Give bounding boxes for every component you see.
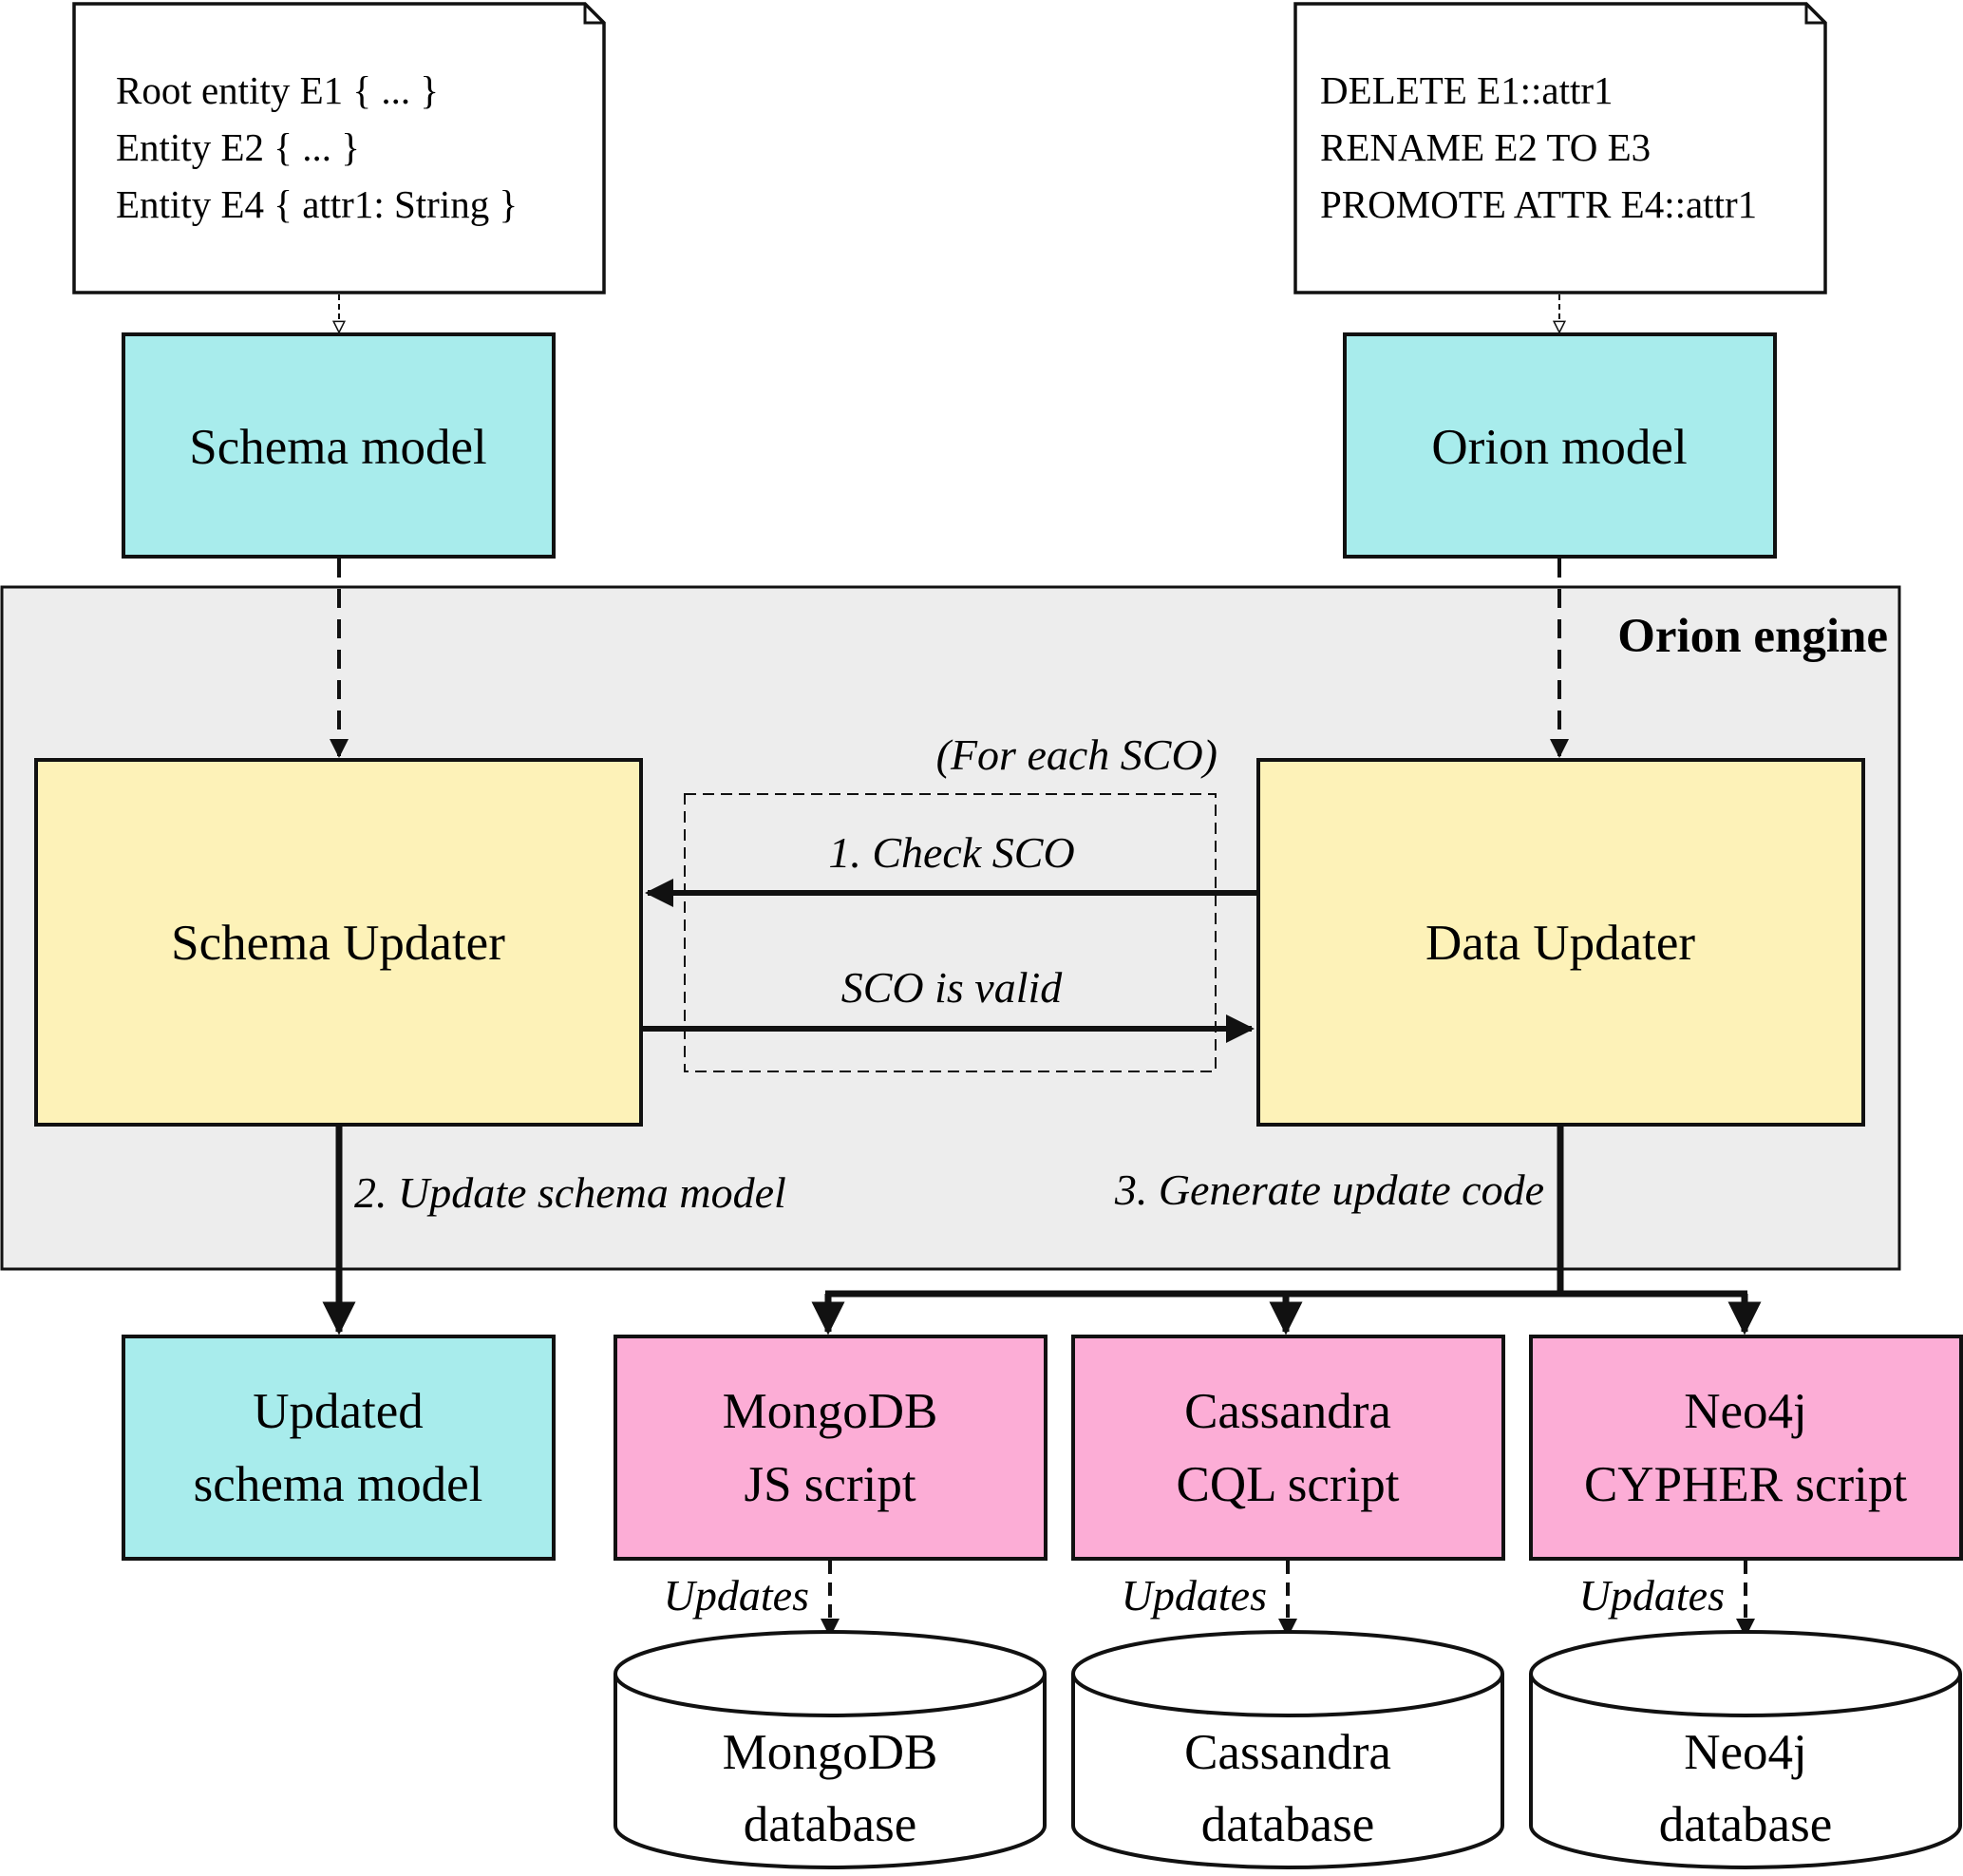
updated-schema-label: Updated — [253, 1384, 424, 1439]
cassandra-database-label: Cassandra — [1184, 1725, 1391, 1780]
cassandra-database-cylinder: Cassandra database — [1071, 1630, 1504, 1869]
neo4j-database-cylinder: Neo4j database — [1529, 1630, 1962, 1869]
generate-code-label: 3. Generate update code — [1114, 1165, 1544, 1214]
cassandra-database-label: database — [1201, 1797, 1374, 1852]
cassandra-script-label: CQL script — [1176, 1457, 1399, 1512]
schema-model-label: Schema model — [189, 420, 487, 475]
mongodb-database-cylinder: MongoDB database — [613, 1630, 1047, 1869]
schema-updater-box — [34, 758, 643, 1127]
schema-model-box — [122, 332, 556, 559]
orion-model-label: Orion model — [1431, 420, 1687, 475]
update-schema-label: 2. Update schema model — [354, 1168, 786, 1217]
sco-loop-label: (For each SCO) — [936, 730, 1217, 779]
neo4j-updates-label: Updates — [1579, 1571, 1725, 1620]
cassandra-script-box — [1071, 1335, 1505, 1561]
generate-code-connector — [811, 1127, 1762, 1336]
updated-schema-model-box — [122, 1335, 556, 1561]
mongodb-database-label: MongoDB — [723, 1725, 938, 1780]
data-updater-label: Data Updater — [1425, 916, 1695, 971]
schema-updater-label: Schema Updater — [171, 916, 505, 971]
neo4j-script-label: Neo4j — [1684, 1384, 1807, 1439]
mongodb-script-box — [613, 1335, 1048, 1561]
orion-model-box — [1343, 332, 1777, 559]
mongodb-database-label: database — [744, 1797, 916, 1852]
schema-note-line: Entity E2 { ... } — [116, 125, 360, 169]
neo4j-database-label: Neo4j — [1684, 1725, 1807, 1780]
cassandra-updates-label: Updates — [1122, 1571, 1267, 1620]
schema-definition-note: Root entity E1 { ... } Entity E2 { ... }… — [72, 2, 606, 294]
orion-note-line: PROMOTE ATTR E4::attr1 — [1320, 182, 1757, 226]
mongodb-script-label: MongoDB — [723, 1384, 938, 1439]
orion-script-note: DELETE E1::attr1 RENAME E2 TO E3 PROMOTE… — [1293, 2, 1827, 294]
data-updater-box — [1256, 758, 1865, 1127]
check-sco-label: 1. Check SCO — [828, 828, 1074, 877]
orion-engine-title: Orion engine — [1617, 610, 1888, 663]
updated-schema-label: schema model — [194, 1457, 483, 1512]
schema-note-line: Root entity E1 { ... } — [116, 68, 439, 112]
orion-note-line: RENAME E2 TO E3 — [1320, 125, 1651, 169]
schema-note-line: Entity E4 { attr1: String } — [116, 182, 518, 226]
mongodb-updates-label: Updates — [664, 1571, 809, 1620]
sco-valid-label: SCO is valid — [841, 963, 1064, 1012]
neo4j-database-label: database — [1659, 1797, 1832, 1852]
neo4j-script-label: CYPHER script — [1584, 1457, 1907, 1512]
sco-loop-frame — [684, 793, 1217, 1072]
mongodb-script-label: JS script — [744, 1457, 915, 1512]
cassandra-script-label: Cassandra — [1184, 1384, 1391, 1439]
orion-note-line: DELETE E1::attr1 — [1320, 68, 1614, 112]
neo4j-script-box — [1529, 1335, 1963, 1561]
